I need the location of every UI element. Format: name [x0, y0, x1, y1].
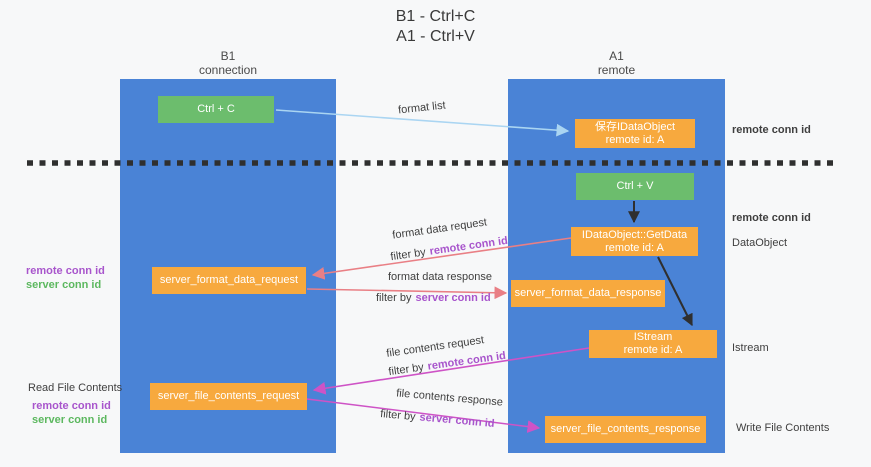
title-line-2: A1 - Ctrl+V [396, 28, 475, 45]
node-server-format-data-request-label: server_format_data_request [159, 274, 299, 286]
node-server-format-data-request: server_format_data_request [152, 267, 306, 294]
node-istream: IStream remote id: A [589, 330, 717, 358]
left-remote-conn-id-top: remote conn id [26, 265, 105, 277]
node-istream-line2: remote id: A [623, 344, 683, 356]
node-save-idataobject-line2: remote id: A [605, 133, 665, 146]
right-remote-conn-id-top: remote conn id [732, 124, 811, 136]
node-server-format-data-response-label: server_format_data_response [514, 287, 662, 299]
filter-by-text: filter by [376, 292, 412, 304]
node-server-file-contents-response-label: server_file_contents_response [550, 423, 701, 435]
lane-header-a1: A1 remote [508, 49, 725, 77]
right-remote-conn-id-middle: remote conn id [732, 212, 811, 224]
left-conn-id-pair-top: remote conn id server conn id [26, 264, 105, 292]
lane-b1-role: connection [198, 63, 258, 77]
node-ctrl-c-label: Ctrl + C [197, 103, 235, 115]
right-write-file-contents-label: Write File Contents [736, 422, 830, 434]
left-read-file-contents-label: Read File Contents [28, 382, 123, 394]
node-server-file-contents-request: server_file_contents_request [150, 383, 307, 410]
node-ctrl-c: Ctrl + C [158, 96, 274, 123]
node-istream-line1: IStream [633, 331, 673, 343]
right-istream-label: Istream [732, 342, 769, 354]
right-dataobject-label: DataObject [732, 237, 788, 249]
left-conn-id-pair-bottom: remote conn id server conn id [32, 399, 111, 427]
node-save-idataobject: 保存IDataObject remote id: A [575, 119, 695, 148]
label-format-data-response: format data response [388, 271, 492, 283]
node-idataobject-getdata-line1: IDataObject::GetData [581, 228, 688, 241]
node-server-format-data-response: server_format_data_response [511, 280, 665, 307]
node-server-file-contents-request-label: server_file_contents_request [157, 390, 300, 402]
node-ctrl-v-label: Ctrl + V [616, 180, 654, 192]
title-line-1: B1 - Ctrl+C [395, 8, 476, 25]
server-conn-id-keyword: server conn id [415, 292, 491, 304]
filter-by-text: filter by [379, 408, 417, 424]
lane-b1-name: B1 [220, 49, 236, 63]
lane-header-b1: B1 connection [120, 49, 336, 77]
remote-conn-id-keyword: remote conn id [428, 234, 509, 258]
lane-a1-role: remote [597, 63, 636, 77]
label-file-contents-response: file contents response [395, 387, 504, 409]
server-conn-id-keyword: server conn id [419, 411, 495, 430]
filter-by-text: filter by [389, 246, 427, 264]
left-server-conn-id-bottom: server conn id [32, 414, 108, 426]
node-ctrl-v: Ctrl + V [576, 173, 694, 200]
remote-conn-id-keyword: remote conn id [426, 349, 507, 373]
lane-a1-name: A1 [609, 49, 624, 63]
filter-by-text: filter by [387, 361, 425, 379]
node-idataobject-getdata-line2: remote id: A [605, 241, 664, 254]
diagram-title: B1 - Ctrl+C A1 - Ctrl+V [0, 7, 871, 47]
label-format-data-request: format data request [391, 216, 488, 242]
left-server-conn-id-top: server conn id [26, 279, 102, 291]
left-remote-conn-id-bottom: remote conn id [32, 400, 111, 412]
node-save-idataobject-line1: 保存IDataObject [594, 120, 676, 133]
node-server-file-contents-response: server_file_contents_response [545, 416, 706, 443]
label-format-list: format list [397, 99, 447, 117]
node-idataobject-getdata: IDataObject::GetData remote id: A [571, 227, 698, 256]
